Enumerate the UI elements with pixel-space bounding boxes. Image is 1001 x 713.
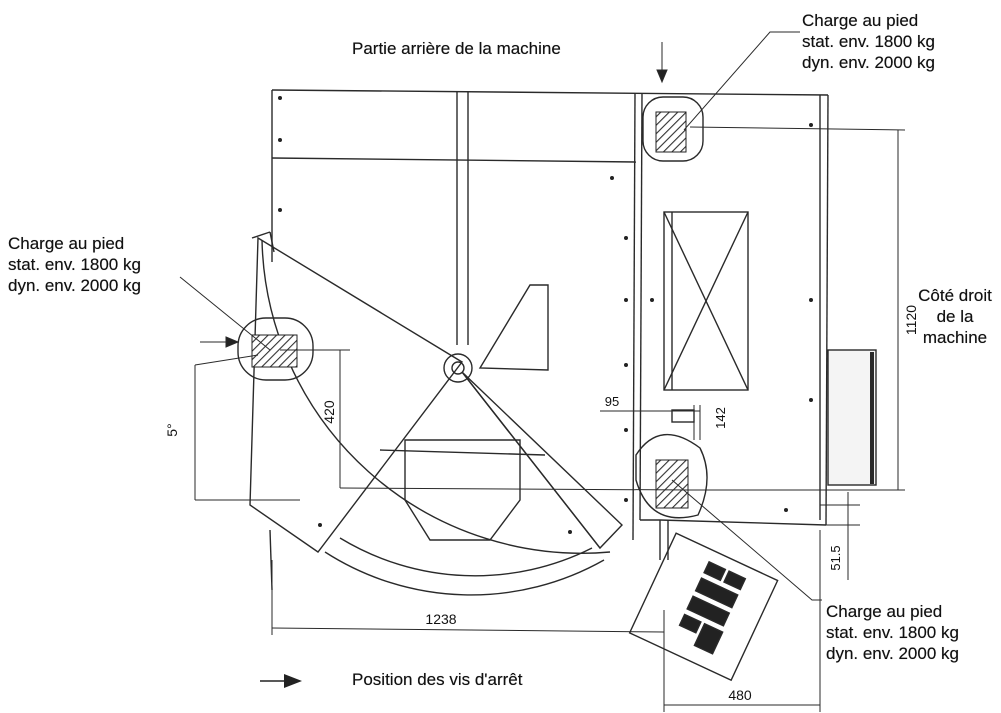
right-side-title: Côté droit de la machine [918, 286, 992, 347]
dim-1120: 1120 [903, 305, 919, 335]
foot-pads [237, 96, 708, 519]
load-dynamic: dyn. env. 2000 kg [802, 53, 935, 72]
rear-side-title: Partie arrière de la machine [352, 39, 561, 58]
foot-pad-top-right [655, 111, 687, 153]
dim-51-5: 51.5 [828, 545, 843, 570]
load-label-bottom-right: Charge au pied stat. env. 1800 kg dyn. e… [826, 601, 959, 664]
load-dynamic: dyn. env. 2000 kg [8, 276, 141, 295]
load-static: stat. env. 1800 kg [8, 255, 141, 274]
legend-arrow [260, 674, 302, 688]
dim-480: 480 [728, 687, 752, 703]
foot-pad-left [251, 334, 298, 368]
load-title: Charge au pied [826, 602, 943, 621]
load-title: Charge au pied [8, 234, 125, 253]
dim-1238: 1238 [425, 611, 456, 627]
rivet-dots [278, 96, 813, 534]
load-title: Charge au pied [802, 11, 919, 30]
dim-95: 95 [605, 394, 619, 409]
legend-stop-screws: Position des vis d'arrêt [352, 670, 523, 689]
load-static: stat. env. 1800 kg [826, 623, 959, 642]
load-label-left: Charge au pied stat. env. 1800 kg dyn. e… [8, 233, 141, 296]
load-label-top-right: Charge au pied stat. env. 1800 kg dyn. e… [802, 10, 935, 73]
load-static: stat. env. 1800 kg [802, 32, 935, 51]
load-dynamic: dyn. env. 2000 kg [826, 644, 959, 663]
dim-142: 142 [713, 407, 728, 429]
machine-outline [249, 89, 877, 682]
dim-420: 420 [321, 400, 337, 424]
foot-pad-bottom-right [655, 459, 689, 509]
dimension-lines [194, 42, 906, 712]
leader-lines [179, 31, 822, 601]
dim-5-degrees: 5° [164, 423, 180, 436]
